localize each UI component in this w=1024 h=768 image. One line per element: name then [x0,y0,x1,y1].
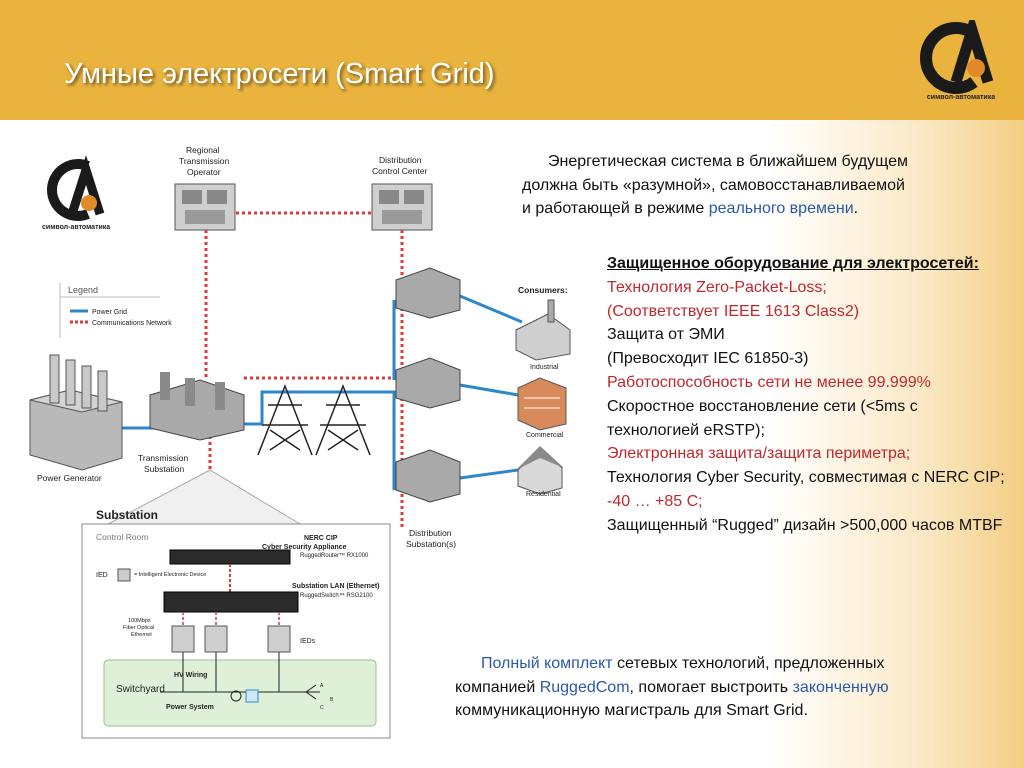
rugged-router-device [169,549,291,565]
commercial-building-icon [517,377,567,431]
intro-line-3: и работающей в режиме реального времени. [522,197,1002,221]
phase-b-label: B [330,697,334,703]
legend-comm-network: Communications Network [92,320,172,327]
spec-emp-protection: Защита от ЭМИ [607,326,725,344]
transmission-substation-icon [149,372,245,441]
spec-iec-61850: (Превосходит IEC 61850-3) [607,350,809,368]
ruggedcom-highlight: RuggedCom [539,678,630,696]
cyber-appliance-label: Cyber Security Appliance [262,544,347,551]
svg-text:Control Center: Control Center [372,166,427,176]
power-generator-icon [29,354,123,471]
distribution-center-label: Distribution [379,155,422,165]
svg-text:Fiber Optical: Fiber Optical [123,625,154,631]
diagram-logo-caption: символ-автоматика [42,224,110,231]
distribution-substation-label: Distribution [409,528,452,538]
right-glow-decoration [770,120,1024,768]
substation-title: Substation [96,508,158,522]
regional-operator-workstation [174,183,236,231]
ied-legend-icon [117,568,131,582]
regional-operator-label: Regional [186,145,220,155]
transmission-tower-icon [257,383,371,456]
legend-title: Legend [68,285,98,295]
svg-text:Substation: Substation [144,464,184,474]
rugged-switch-device [163,591,299,613]
communications-network-lines [204,211,404,530]
company-logo-top: символ-автоматика [916,11,1006,112]
spec-fast-recovery: Скоростное восстановление сети (<5ms с т… [607,397,918,439]
protected-equipment-section: Защищенное оборудование для электросетей… [607,252,1007,538]
spec-uptime: Работоспособность сети не менее 99.999% [607,373,931,391]
outro-paragraph: Полный комплект сетевых технологий, пред… [455,652,1015,723]
spec-zero-packet-loss: Технология Zero-Packet-Loss; [607,278,827,296]
industrial-building-icon [515,299,571,361]
distribution-center-workstation [371,183,433,231]
ied-devices [171,612,291,653]
slide-header [0,0,1024,120]
control-room-label: Control Room [96,532,148,542]
ieds-label: IEDs [300,638,316,645]
legend-power-grid: Power Grid [92,309,127,316]
logo-caption: символ-автоматика [926,94,996,101]
consumers-label: Consumers: [518,285,568,295]
spec-temperature-range: -40 … +85 С; [607,492,703,510]
intro-line-3-pre: и работающей в режиме [522,200,709,217]
spec-perimeter-protection: Электронная защита/защита периметра; [607,445,911,463]
phase-c-label: C [320,705,324,711]
intro-line-2: должна быть «разумной», самовосстанавлив… [522,176,905,194]
svg-text:Transmission: Transmission [179,156,229,166]
hv-wiring-label: HV Wiring [174,672,207,679]
outro-line-2-mid: , помогает выстроить [629,678,793,696]
rugged-router-label: RuggedRouter™ RX1000 [300,552,369,559]
spec-cyber-security: Технология Cyber Security, совместимая с… [607,469,1005,487]
full-kit-highlight: Полный комплект [481,655,613,672]
spec-rugged-design: Защищенный “Rugged” дизайн >500,000 часо… [607,516,1003,534]
industrial-label: Industrial [530,364,559,371]
outro-line-1: Полный комплект сетевых технологий, пред… [455,652,1015,676]
power-grid-lines [122,294,523,490]
transmission-substation-label: Transmission [138,453,188,463]
intro-paragraph: Энергетическая система в ближайшем будущ… [522,150,1002,221]
ied-description: = Intelligent Electronic Device [134,572,206,578]
outro-line-2: компанией RuggedCom, помогает выстроить … [455,676,1015,700]
svg-text:Ethernet: Ethernet [131,632,152,638]
spec-ieee-1613: (Соответствует IEEE 1613 Class2) [607,302,860,320]
slide-title: Умные электросети (Smart Grid) [64,58,495,90]
power-generator-label: Power Generator [37,473,102,483]
substation-lan-label: Substation LAN (Ethernet) [292,583,380,590]
nerc-cip-label: NERC CIP [304,535,338,542]
smart-grid-diagram: символ-автоматика Regional Transmission … [29,145,571,739]
intro-line-3-post: . [853,200,859,217]
outro-line-2-pre: компанией [455,678,540,696]
residential-house-icon [516,446,564,495]
hv-wiring-lines [160,652,320,703]
diagram-legend [59,283,160,338]
fiber-label: 100Mbps [128,618,151,624]
commercial-label: Commercial [526,432,564,439]
rugged-switch-label: RuggedSwitch™ RSG2100 [300,592,373,599]
intro-line-1: Энергетическая система в ближайшем будущ… [548,153,909,170]
ied-label: IED [96,572,108,579]
complete-highlight: законченную [792,678,889,696]
outro-line-3: коммуникационную магистраль для Smart Gr… [455,702,808,719]
specs-heading: Защищенное оборудование для электросетей… [607,255,979,272]
svg-text:Substation(s): Substation(s) [406,539,456,549]
power-system-label: Power System [166,704,214,711]
company-logo-diagram: символ-автоматика [42,155,110,231]
distribution-substation-icons [395,267,461,503]
switchyard-label: Switchyard [116,684,165,695]
logo-mark-icon [920,11,994,94]
outro-line-1-rest: сетевых технологий, предложенных [612,655,885,672]
residential-label: Residential [526,491,561,498]
realtime-highlight: реального времени [708,200,854,217]
svg-text:Operator: Operator [187,167,221,177]
phase-a-label: A [320,683,324,689]
